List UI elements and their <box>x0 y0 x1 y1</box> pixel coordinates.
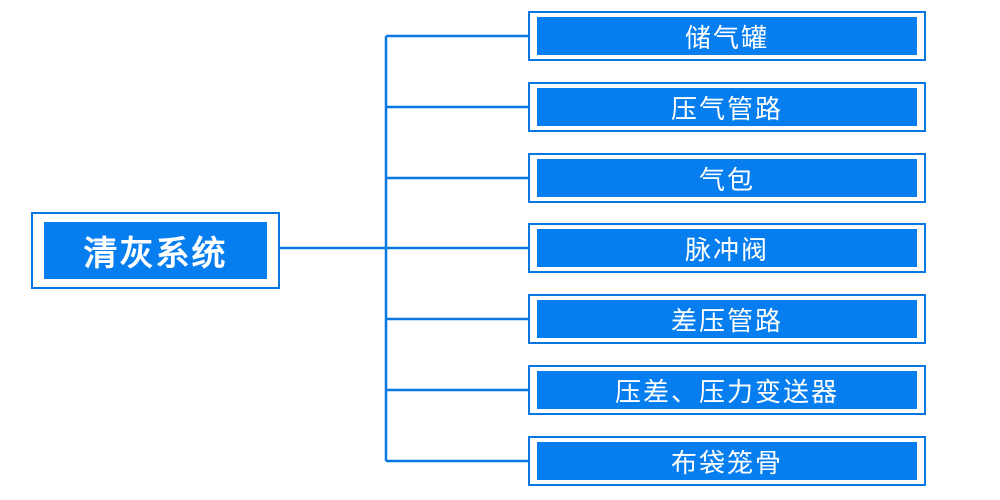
child-node-label: 气包 <box>537 159 917 197</box>
child-node-bag-cage: 布袋笼骨 <box>528 436 926 486</box>
child-node-label: 脉冲阀 <box>537 229 917 267</box>
child-node-air-bag: 气包 <box>528 153 926 203</box>
child-node-air-storage-tank: 储气罐 <box>528 11 926 61</box>
child-node-label: 布袋笼骨 <box>537 442 917 480</box>
root-node: 清灰系统 <box>31 212 280 289</box>
child-node-differential-pressure-pipeline: 差压管路 <box>528 294 926 344</box>
child-node-label: 压气管路 <box>537 88 917 126</box>
child-node-label: 差压管路 <box>537 300 917 338</box>
child-node-label: 储气罐 <box>537 17 917 55</box>
child-node-compressed-air-pipeline: 压气管路 <box>528 82 926 132</box>
root-node-label: 清灰系统 <box>44 222 267 279</box>
child-node-label: 压差、压力变送器 <box>537 371 917 409</box>
child-node-pressure-transmitter: 压差、压力变送器 <box>528 365 926 415</box>
child-node-pulse-valve: 脉冲阀 <box>528 223 926 273</box>
